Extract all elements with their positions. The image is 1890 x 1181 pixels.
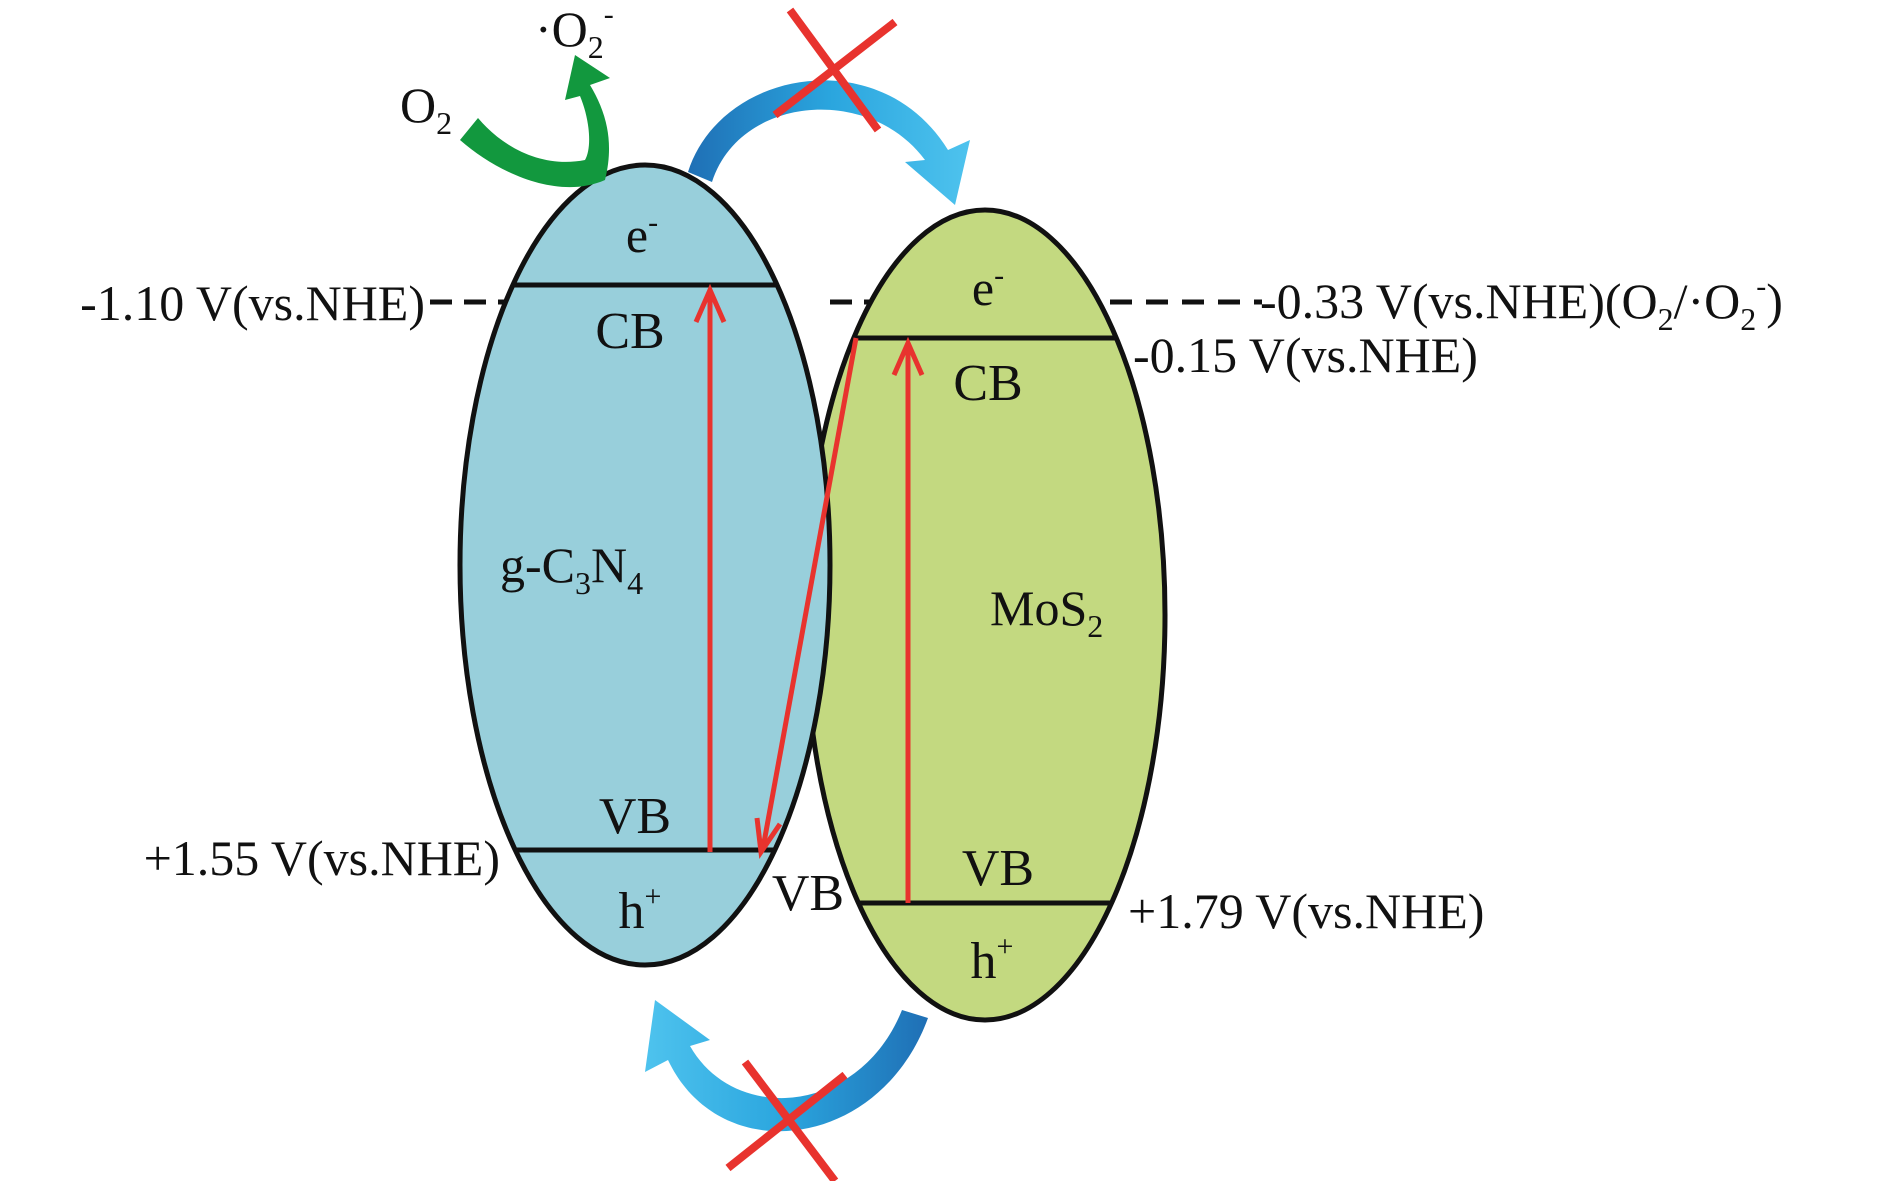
excitation-arrow-left <box>693 283 727 852</box>
z-scheme-transfer-arrow <box>754 337 859 859</box>
blocked-cross-top <box>772 7 898 133</box>
g-c3n4-vb-label: VB <box>599 788 671 845</box>
g-c3n4-cb-potential: -1.10 V(vs.NHE) <box>80 275 425 331</box>
oxygen-reactant-label: O2 <box>400 77 452 141</box>
mos2-vb-potential: +1.79 V(vs.NHE) <box>1128 883 1484 939</box>
mos2-outer-vb-label: VB <box>772 865 844 922</box>
g-c3n4-electron-label: e- <box>626 206 658 263</box>
mos2-electron-label: e- <box>972 259 1004 316</box>
mos2-band <box>802 207 1168 1023</box>
reference-potential-label: -0.33 V(vs.NHE)(O2/·O2-) <box>1260 270 1783 337</box>
g-c3n4-cb-label: CB <box>595 303 664 360</box>
g-c3n4-vb-potential: +1.55 V(vs.NHE) <box>144 830 500 886</box>
mos2-hole-label: h+ <box>971 930 1014 990</box>
mos2-vb-label: VB <box>962 840 1034 897</box>
mos2-cb-potential: -0.15 V(vs.NHE) <box>1133 327 1478 383</box>
blocked-cross-bottom <box>725 1059 848 1181</box>
g-c3n4-hole-label: h+ <box>619 880 662 940</box>
blocked-hole-transfer-arrow <box>645 1000 928 1132</box>
mos2-cb-label: CB <box>953 355 1022 412</box>
g-c3n4-band-front <box>457 162 833 968</box>
mos2-material-label: MoS2 <box>990 580 1103 644</box>
excitation-arrow-right <box>891 336 925 903</box>
superoxide-product-label: ·O2- <box>535 0 614 65</box>
blocked-electron-transfer-arrow <box>688 80 970 205</box>
oxygen-reduction-arrow <box>460 55 610 188</box>
g-c3n4-material-label: g-C3N4 <box>500 537 643 601</box>
